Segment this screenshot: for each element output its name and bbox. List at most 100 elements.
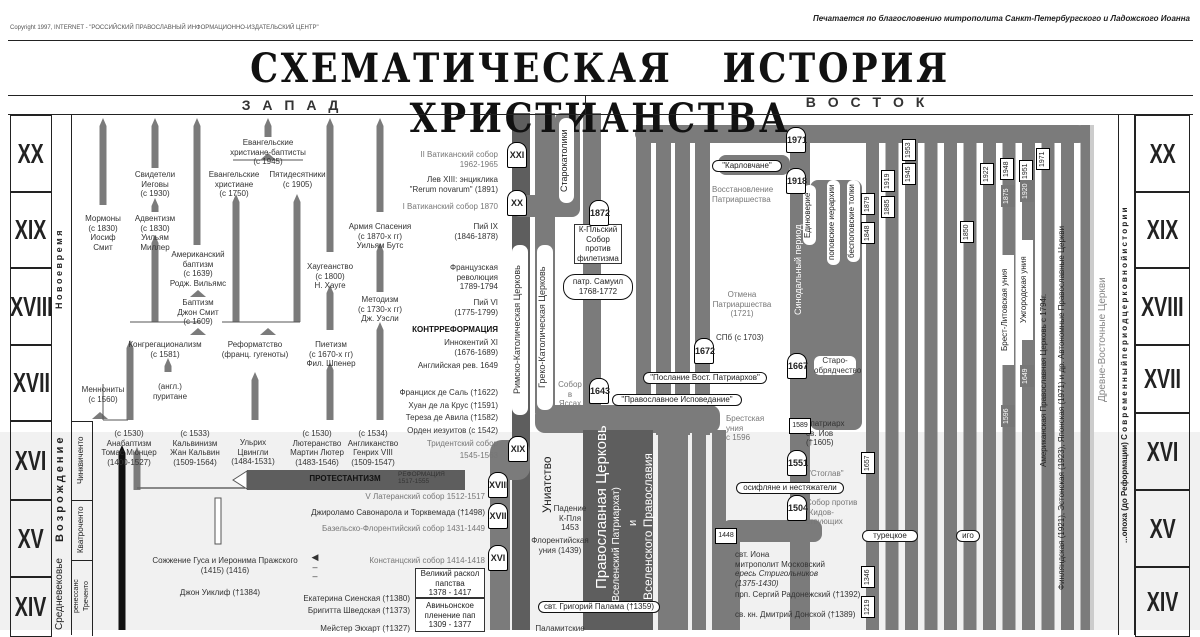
ancient-eastern-churches: Древне-Восточные Церкви — [1097, 277, 1108, 403]
event-leo13: Лев XIII: энциклика "Rerum novarum" (189… — [409, 175, 498, 194]
year-marker: 1589 — [789, 418, 811, 434]
label-old-believers: Старо- обрядчество — [814, 356, 862, 375]
label-pietism: Пиетизм (с 1670-х гг) Фил. Шпенер — [306, 340, 356, 368]
autocephalous-pipe — [944, 125, 957, 630]
branch-arrow — [164, 358, 172, 372]
autocephalous-pipe — [983, 125, 996, 630]
year-marker: 1953 — [902, 139, 916, 161]
event-avignon: Авиньонское пленение пап 1309 - 1377 — [415, 598, 485, 632]
marker-xvi: XVI — [488, 545, 508, 571]
label-pentecostal: Пятидесятники (с 1905) — [269, 170, 326, 189]
event-savonarola: Джироламо Савонарола и Торквемада (†1498… — [311, 508, 485, 517]
year-marker: 1872 — [589, 200, 610, 226]
autocephalous-pipe — [1061, 125, 1074, 630]
century-xviii: XVIII — [10, 268, 52, 345]
label-old-catholics: Старокатолики — [559, 118, 574, 203]
year-marker: 1643 — [589, 378, 610, 404]
label-greek-catholic: Греко-Католическая Церковь — [537, 245, 553, 410]
year-marker: 1672 — [694, 338, 715, 364]
label-haugeans: Хаугеанство (с 1800) Н. Хауге — [306, 262, 354, 290]
year-marker: 1971 — [786, 127, 807, 153]
union-bar — [535, 405, 720, 433]
subperiod-divider — [72, 500, 93, 501]
label-american-baptism: Американский баптизм (с 1639) Родж. Виль… — [169, 250, 227, 288]
label-florence: Флорентийская уния (1439) — [531, 536, 589, 555]
year-marker: 1448 — [715, 528, 737, 544]
subperiod-column — [72, 421, 93, 636]
label-zwingli: Ульрих Цвингли (1484-1531) — [231, 438, 275, 466]
label-baptism: Баптизм Джон Смит (с 1609) — [177, 298, 219, 326]
ancient-eastern-pipe — [1090, 125, 1094, 630]
label-ecb: Евангельские христиане-баптисты (с 1945) — [230, 138, 306, 166]
century-xviii-right: XVIII — [1135, 268, 1190, 345]
period-middle-ages: Средневековье — [54, 558, 65, 630]
event-francis: Франциск де Саль (†1622) — [399, 388, 498, 397]
label-patriarchate: (Вселенский Патриархат) — [611, 487, 622, 605]
blessing: Печатается по благословению митрополита … — [812, 14, 1190, 23]
century-xiv: XIV — [10, 577, 52, 637]
moscow-pipe — [725, 540, 740, 630]
label-sergius: прп. Сергий Радонежский (†1392) — [735, 590, 861, 599]
year-marker: 1951 — [1019, 160, 1033, 182]
ecumenical-pipe — [658, 430, 688, 630]
period-renaissance: В о з р о ж д е н и е — [54, 437, 66, 543]
merge-triangle — [92, 412, 108, 419]
merge-triangle — [260, 153, 276, 160]
east-heading: В О С Т О К — [805, 94, 925, 110]
century-xiv-right: XIV — [1135, 567, 1190, 637]
label-bespopovtsy: беспоповские толки — [847, 180, 860, 262]
event-pius9: Пий IX (1846-1878) — [454, 222, 498, 241]
marker-xxi: XXI — [507, 142, 527, 168]
century-xix: XIX — [10, 192, 52, 268]
period-proto-renaissance: ренессанс — [73, 579, 80, 613]
local-church-pipe — [675, 125, 690, 435]
branch-arrow — [326, 285, 334, 330]
label-and: и — [627, 519, 639, 526]
label-autonomous: Финляндская (1921), Эстонская (1923), Яп… — [1057, 225, 1066, 590]
label-palamites: Паламитские — [535, 624, 585, 633]
century-xv: XV — [10, 500, 52, 577]
label-uzhgorod: Ужгородская уния — [1019, 240, 1033, 340]
year-marker: 1346 — [861, 566, 875, 588]
year-marker: 1667 — [787, 353, 808, 379]
label-samuel: патр. Самуил 1768-1772 — [563, 274, 633, 300]
label-karlovtsy: "Карловчане" — [712, 160, 782, 172]
label-brest-litovsk: Брест-Литовская уния — [1000, 255, 1014, 365]
protestantism-bar — [247, 470, 465, 490]
branch-arrow — [151, 118, 159, 168]
autocephalous-pipe — [885, 125, 899, 630]
label-yoke: иго — [956, 530, 980, 542]
event-lateran5: V Латеранский собор 1512-1517 — [365, 492, 485, 501]
century-xv-right: XV — [1135, 490, 1190, 567]
branch-arrow — [264, 118, 272, 137]
autocephalous-pipe — [963, 125, 977, 630]
event-basel: Базельско-Флорентийский собор 1431-1449 — [321, 524, 485, 533]
year-marker: 1948 — [1000, 158, 1014, 180]
orthodox-pipe — [583, 113, 601, 433]
event-bridget: Бригитта Шведская (†1373) — [307, 606, 410, 615]
autocephalous-pipe — [1002, 125, 1016, 630]
century-xvii-right: XVII — [1135, 345, 1190, 413]
label-job: I патриарх св. Иов (†1605) — [806, 419, 845, 447]
branch-arrow — [376, 243, 384, 292]
right-period-column — [1118, 115, 1135, 635]
year-marker: 1945 — [902, 163, 916, 185]
year-marker: 1219 — [861, 596, 875, 618]
branch-arrow — [376, 118, 384, 212]
orthodox-main-pipe — [583, 430, 653, 630]
century-xx-right: XX — [1135, 115, 1190, 192]
label-spb: СПб (с 1703) — [716, 333, 764, 342]
year-marker: 1920 — [1020, 180, 1034, 202]
local-church-pipe — [695, 125, 710, 435]
label-puritans: (англ.) пуритане — [152, 382, 188, 401]
label-dmitry: св. кн. Дмитрий Донской (†1389) — [735, 610, 856, 619]
event-eckhart: Мейстер Экхарт (†1327) — [320, 624, 410, 633]
pointer-icon: ◀ ‒ ‒ — [311, 552, 319, 581]
autocephalous-pipe — [905, 125, 918, 630]
page-title: СХЕМАТИЧЕСКАЯ ИСТОРИЯ ХРИСТИАНСТВА — [250, 45, 950, 142]
label-phyletism: К-Пльский Собор против филетизма — [574, 224, 622, 264]
marker-xix: XIX — [508, 436, 528, 462]
branch-arrow — [151, 198, 159, 212]
label-restoration: Восстановление Патриаршества — [712, 185, 774, 204]
